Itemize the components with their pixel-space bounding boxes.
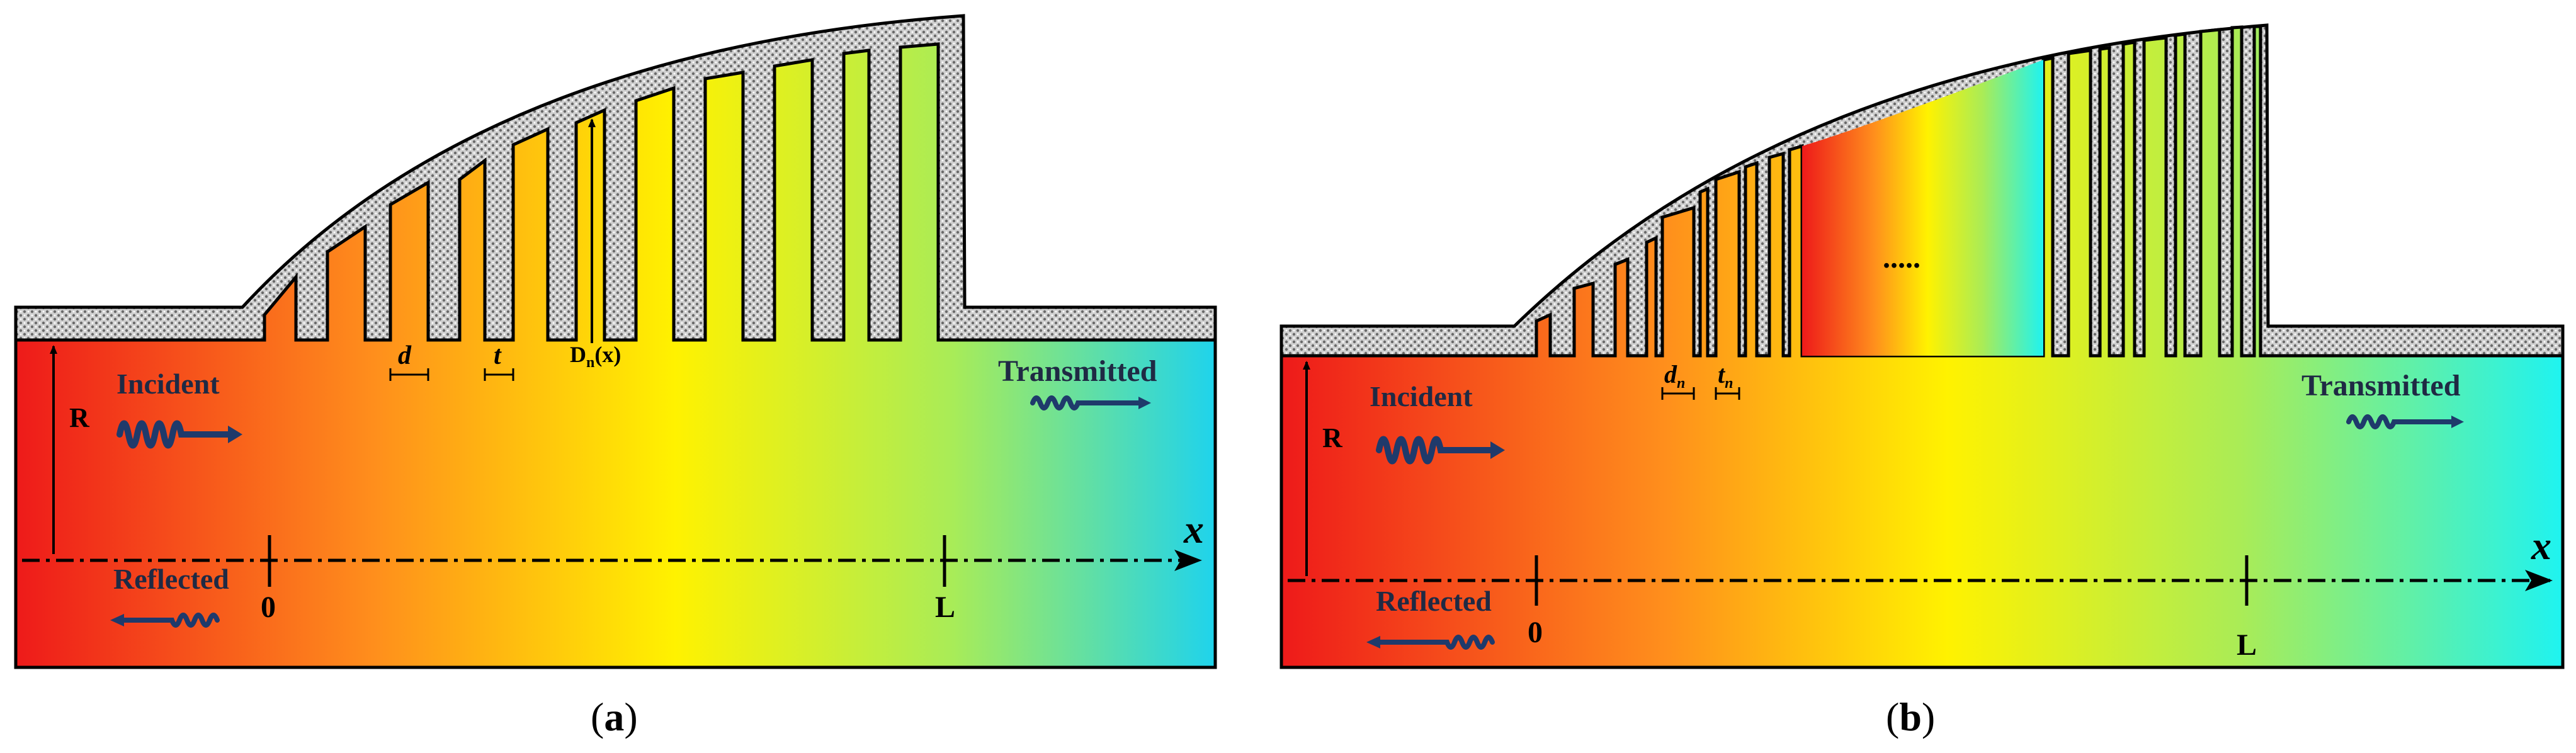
caption-a: (a) [591, 694, 638, 739]
reflected-arrowhead-a [110, 614, 124, 626]
length-label-b: L [2237, 628, 2257, 662]
reflected-label-b: Reflected [1376, 585, 1492, 617]
radius-label-b: R [1322, 422, 1343, 453]
caption-b: (b) [1886, 694, 1935, 739]
reflected-arrowhead-b [1366, 636, 1380, 648]
transmitted-wave-a [1030, 395, 1142, 410]
transmitted-arrowhead-a [1138, 397, 1151, 409]
reflected-wave-a [120, 613, 220, 628]
transmitted-wave-b [2346, 414, 2455, 429]
wall-thickness-label-a: t [494, 341, 502, 370]
length-label-a: L [935, 591, 955, 624]
reflected-label-a: Reflected [113, 563, 229, 595]
slit-width-label-b: dn [1664, 360, 1685, 392]
incident-wave-a [116, 420, 233, 449]
incident-wave-b [1376, 436, 1495, 465]
incident-label-a: Incident [116, 368, 220, 400]
reflected-wave-b [1376, 635, 1495, 650]
slit-width-label-a: d [398, 341, 412, 370]
duct-a [14, 42, 1217, 669]
incident-arrowhead-b [1490, 441, 1505, 459]
origin-label-b: 0 [1528, 616, 1543, 649]
incident-label-b: Incident [1370, 380, 1473, 412]
ellipsis-b: ..... [1883, 241, 1921, 275]
axis-label-b: x [2531, 523, 2551, 568]
wall-thickness-label-b: tn [1718, 360, 1733, 392]
inner-housing-b [1802, 60, 2043, 356]
radius-label-a: R [69, 402, 90, 433]
panel-b: R x 0 L ..... dn tn Incident Transmitted… [1279, 23, 2565, 739]
origin-label-a: 0 [261, 591, 276, 624]
transmitted-label-b: Transmitted [2301, 369, 2461, 402]
transmitted-label-a: Transmitted [998, 354, 1157, 388]
axis-label-a: x [1183, 507, 1204, 552]
panel-a: R x 0 L d t Dn(x) Incident Transmitted R… [14, 14, 1217, 739]
incident-arrowhead-a [228, 426, 242, 443]
depth-label-a: Dn(x) [570, 342, 621, 371]
housing-a [14, 14, 1217, 342]
transmitted-arrowhead-b [2451, 416, 2464, 428]
